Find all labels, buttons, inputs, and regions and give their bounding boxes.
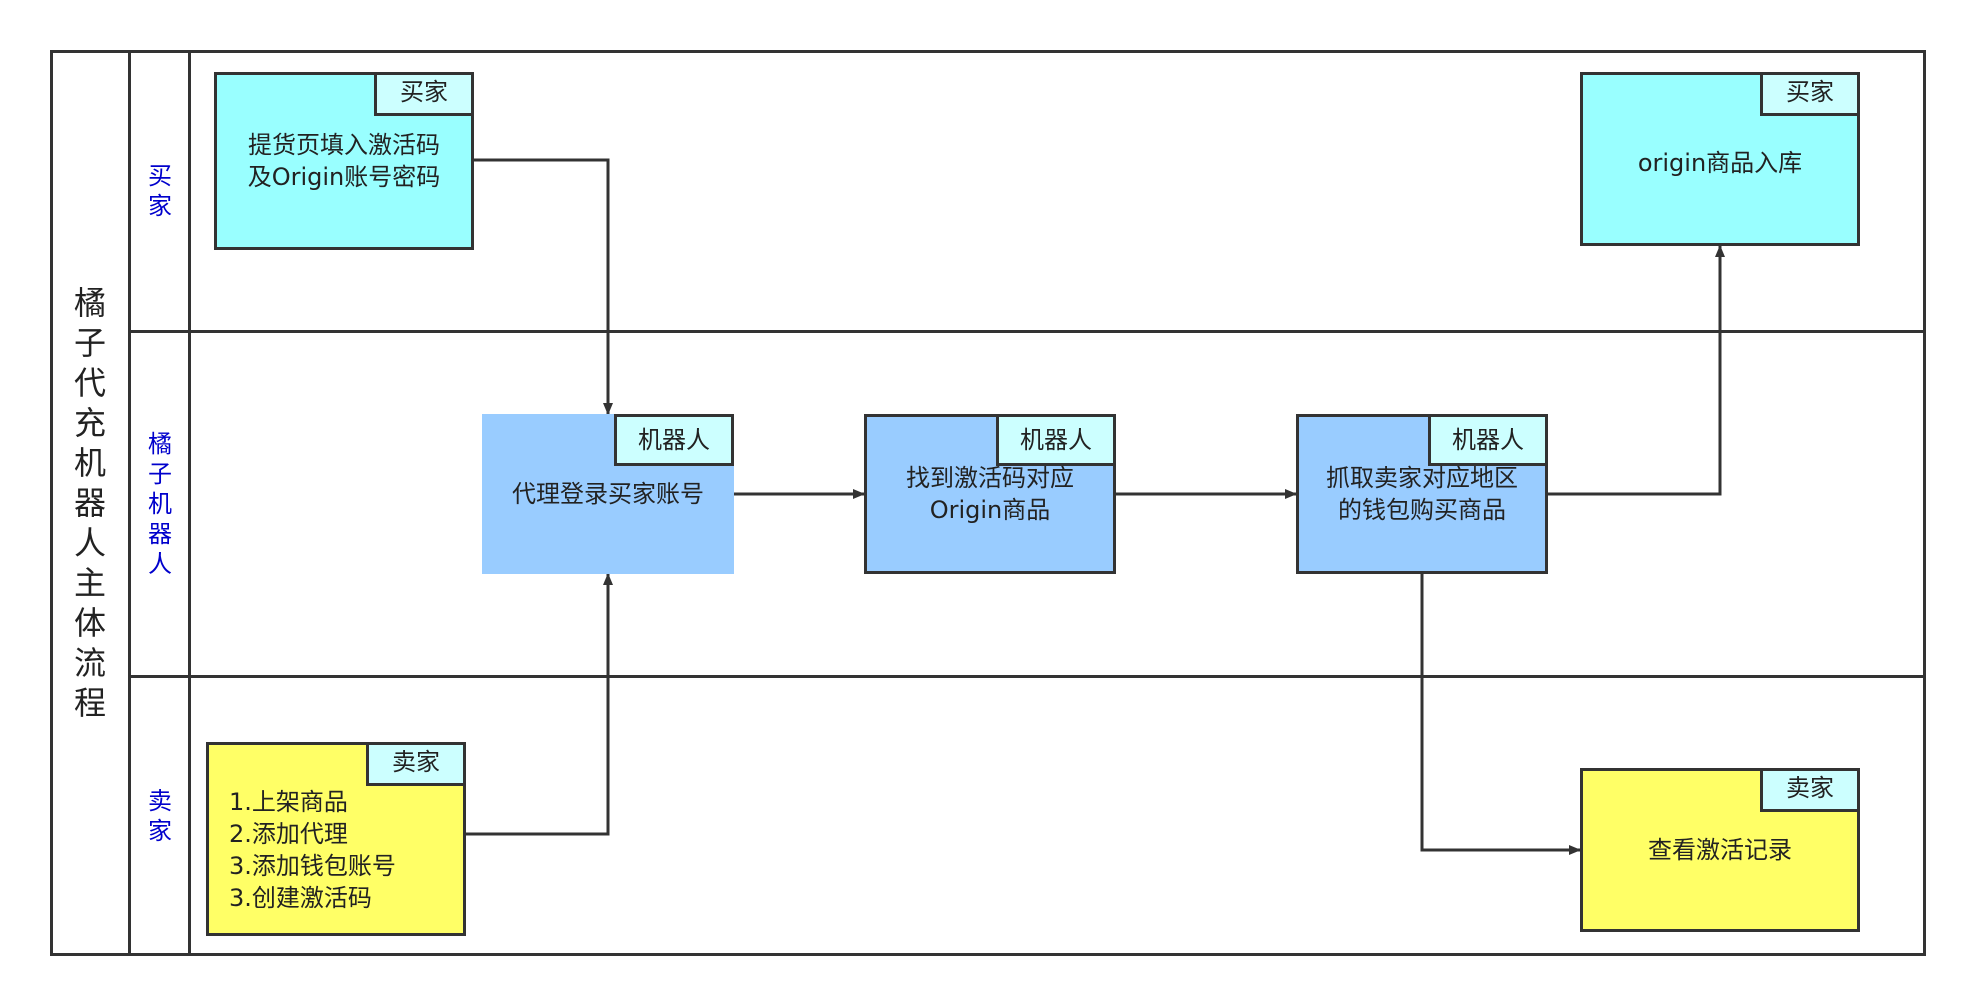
node-origin-product-stored[interactable]: origin商品入库 买家 <box>1580 72 1860 246</box>
node-proxy-login-buyer-account-tag: 机器人 <box>614 414 734 466</box>
node-find-origin-product-text: 找到激活码对应 Origin商品 <box>906 464 1074 524</box>
connector-fill-code-to-proxy-login <box>474 158 613 415</box>
node-wallet-purchase-text: 抓取卖家对应地区 的钱包购买商品 <box>1326 464 1518 524</box>
lane-label-seller-text: 卖家 <box>148 787 172 845</box>
node-find-origin-product-tag: 机器人 <box>996 414 1116 466</box>
lane-label-buyer-text: 买家 <box>148 162 172 220</box>
node-seller-setup[interactable]: 1.上架商品 2.添加代理 3.添加钱包账号 3.创建激活码 卖家 <box>206 742 466 936</box>
pool-title-divider <box>128 50 131 956</box>
node-origin-product-stored-text: origin商品入库 <box>1637 149 1803 177</box>
lane-label-robot: 橘子机器人 <box>130 333 190 675</box>
pool-title: 橘子代充机器人主体流程 <box>50 50 130 956</box>
node-view-activation-log[interactable]: 查看激活记录 卖家 <box>1580 768 1860 932</box>
node-proxy-login-buyer-account[interactable]: 代理登录买家账号 机器人 <box>482 414 734 574</box>
lane-label-buyer: 买家 <box>130 52 190 330</box>
lane-divider-buyer-robot <box>128 330 1926 333</box>
node-seller-setup-text: 1.上架商品 2.添加代理 3.添加钱包账号 3.创建激活码 <box>229 788 396 912</box>
node-fill-activation-code[interactable]: 提货页填入激活码 及Origin账号密码 买家 <box>214 72 474 250</box>
lane-divider-robot-seller <box>128 675 1926 678</box>
node-view-activation-log-text: 查看激活记录 <box>1648 836 1792 864</box>
node-seller-setup-tag: 卖家 <box>366 742 466 786</box>
node-view-activation-log-tag: 卖家 <box>1760 768 1860 812</box>
connector-wallet-buy-to-origin-store <box>1548 245 1725 496</box>
node-fill-activation-code-tag: 买家 <box>374 72 474 116</box>
pool-title-text: 橘子代充机器人主体流程 <box>73 284 106 722</box>
lane-label-seller: 卖家 <box>130 678 190 954</box>
node-wallet-purchase-tag: 机器人 <box>1428 414 1548 466</box>
lane-label-robot-text: 橘子机器人 <box>148 430 172 578</box>
node-origin-product-stored-tag: 买家 <box>1760 72 1860 116</box>
node-fill-activation-code-text: 提货页填入激活码 及Origin账号密码 <box>247 131 441 191</box>
lane-label-divider <box>188 50 191 956</box>
node-wallet-purchase[interactable]: 抓取卖家对应地区 的钱包购买商品 机器人 <box>1296 414 1548 574</box>
node-find-origin-product[interactable]: 找到激活码对应 Origin商品 机器人 <box>864 414 1116 574</box>
pool-frame <box>50 50 1926 956</box>
connector-wallet-buy-to-view-log <box>1420 574 1581 855</box>
node-proxy-login-buyer-account-text: 代理登录买家账号 <box>512 480 704 508</box>
connector-seller-setup-to-proxy-login <box>466 573 613 836</box>
